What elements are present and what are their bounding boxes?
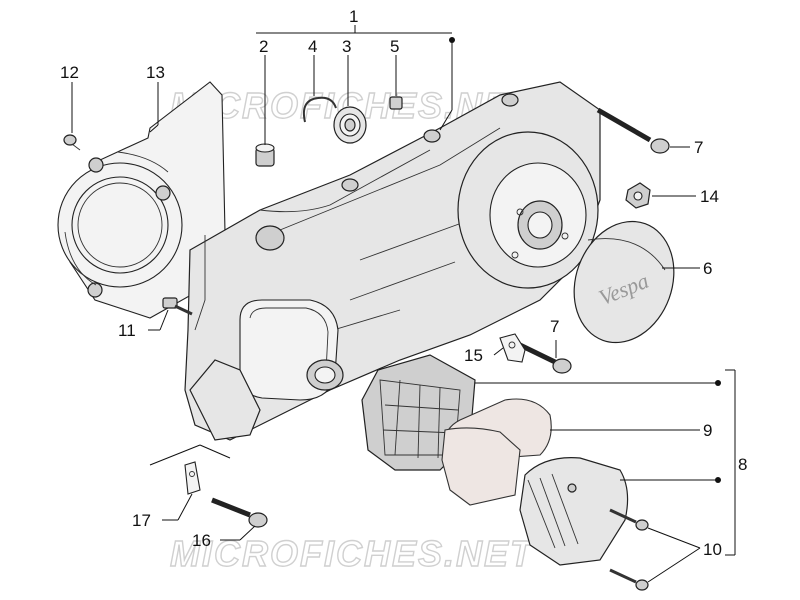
leader-lines bbox=[71, 25, 736, 583]
label-4: 4 bbox=[308, 37, 317, 56]
part-17-bracket bbox=[184, 461, 201, 495]
part-6-vespa-cap: Vespa bbox=[573, 220, 675, 344]
label-17: 17 bbox=[132, 511, 151, 530]
part-9-filter-foam bbox=[441, 398, 552, 506]
part-4-circlip bbox=[302, 96, 337, 123]
part-5-dowel-pin bbox=[389, 96, 403, 110]
part-16-bolt bbox=[211, 497, 268, 528]
part-15-bracket bbox=[499, 333, 526, 363]
label-1: 1 bbox=[349, 7, 358, 26]
label-12: 12 bbox=[60, 63, 79, 82]
part-10-screw-upper bbox=[609, 508, 649, 531]
label-15: 15 bbox=[464, 346, 483, 365]
part-3-bearing bbox=[333, 106, 367, 144]
label-9: 9 bbox=[703, 421, 712, 440]
label-7-lower: 7 bbox=[550, 317, 559, 336]
part-7-bolt-lower bbox=[518, 342, 572, 374]
label-7-upper: 7 bbox=[694, 138, 703, 157]
part-12-screw bbox=[63, 134, 81, 151]
label-16: 16 bbox=[192, 531, 211, 550]
part-7-bolt-upper bbox=[596, 107, 670, 154]
part-2-sleeve bbox=[255, 143, 275, 167]
part-12-gasket-ring bbox=[57, 151, 183, 298]
label-10: 10 bbox=[703, 540, 722, 559]
label-5: 5 bbox=[390, 37, 399, 56]
label-6: 6 bbox=[703, 259, 712, 278]
part-11-screw bbox=[162, 297, 193, 316]
watermark-bottom: MICROFICHES.NET bbox=[170, 533, 535, 574]
part-10-filter-cover bbox=[519, 457, 629, 566]
part-14-nut bbox=[625, 182, 651, 209]
part-labels: 1 2 3 4 5 6 7 7 8 9 10 11 12 13 14 15 16… bbox=[60, 7, 747, 559]
label-13: 13 bbox=[146, 63, 165, 82]
label-3: 3 bbox=[342, 37, 351, 56]
label-11: 11 bbox=[118, 321, 136, 340]
part-10-screw-lower bbox=[609, 568, 649, 591]
label-2: 2 bbox=[259, 37, 268, 56]
label-14: 14 bbox=[700, 187, 719, 206]
label-8: 8 bbox=[738, 455, 747, 474]
main-transmission-cover bbox=[184, 81, 601, 441]
